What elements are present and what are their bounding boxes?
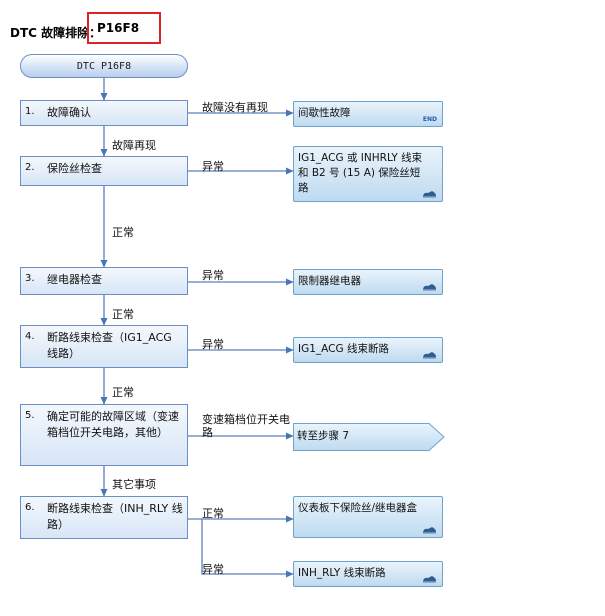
label-normal-2: 正常 (112, 226, 134, 239)
result-limiter-relay: 限制器继电器 (293, 269, 443, 295)
result-text: IG1_ACG 线束断路 (298, 343, 389, 355)
step-3: 3. 继电器检查 (20, 267, 188, 295)
page-title-prefix: DTC 故障排除： (10, 26, 102, 40)
step-text: 故障确认 (47, 106, 91, 119)
repair-icon (423, 284, 436, 291)
step-number: 5. (25, 410, 35, 421)
result-text: 仪表板下保险丝/继电器盒 (298, 502, 418, 514)
arrow-step6-to-result7 (201, 519, 294, 578)
step-number: 3. (25, 273, 35, 284)
step-text: 断路线束检查（IG1_ACG 线路） (47, 331, 172, 360)
step-5: 5. 确定可能的故障区域（变速箱档位开关电路，其他） (20, 404, 188, 466)
step-2: 2. 保险丝检查 (20, 156, 188, 186)
repair-icon (423, 352, 436, 359)
step-6: 6. 断路线束检查（INH_RLY 线路） (20, 496, 188, 539)
label-other: 其它事项 (112, 478, 156, 491)
result-goto-step7-shape (293, 423, 445, 451)
result-text: INH_RLY 线束断路 (298, 567, 386, 579)
step-number: 4. (25, 331, 35, 342)
start-node: DTC P16F8 (20, 54, 188, 78)
step-text: 保险丝检查 (47, 162, 102, 175)
label-abnormal-6: 异常 (202, 563, 224, 576)
label-repro: 故障再现 (112, 139, 156, 152)
step-text: 继电器检查 (47, 273, 102, 286)
label-normal-3: 正常 (112, 308, 134, 321)
label-abnormal-2: 异常 (202, 160, 224, 173)
step-4: 4. 断路线束检查（IG1_ACG 线路） (20, 325, 188, 368)
result-short-circuit: IG1_ACG 或 INHRLY 线束和 B2 号 (15 A) 保险丝短路 (293, 146, 443, 202)
result-text: 间歇性故障 (298, 107, 351, 119)
step-number: 6. (25, 502, 35, 513)
result-goto-step7: 转至步骤 7 (297, 430, 350, 442)
step-number: 2. (25, 162, 35, 173)
result-ig1-open: IG1_ACG 线束断路 (293, 337, 443, 363)
label-gear-switch-circuit: 变速箱档位开关电路 (202, 413, 290, 439)
result-inh-open: INH_RLY 线束断路 (293, 561, 443, 587)
repair-icon (423, 527, 436, 534)
label-normal-6: 正常 (202, 507, 224, 520)
result-text: IG1_ACG 或 INHRLY 线束和 B2 号 (15 A) 保险丝短路 (298, 152, 423, 194)
label-no-repro: 故障没有再现 (202, 101, 268, 114)
result-fuse-relay-box: 仪表板下保险丝/继电器盒 (293, 496, 443, 538)
result-intermittent: 间歇性故障 END (293, 101, 443, 127)
label-abnormal-3: 异常 (202, 269, 224, 282)
result-text: 限制器继电器 (298, 275, 361, 287)
step-number: 1. (25, 106, 35, 117)
repair-icon (423, 576, 436, 583)
label-abnormal-4: 异常 (202, 338, 224, 351)
dtc-code-highlight: P16F8 (87, 12, 161, 44)
step-text: 确定可能的故障区域（变速箱档位开关电路，其他） (47, 410, 179, 439)
step-text: 断路线束检查（INH_RLY 线路） (47, 502, 183, 531)
label-normal-4: 正常 (112, 386, 134, 399)
step-1: 1. 故障确认 (20, 100, 188, 126)
repair-icon (423, 191, 436, 198)
end-badge: END (422, 116, 437, 123)
